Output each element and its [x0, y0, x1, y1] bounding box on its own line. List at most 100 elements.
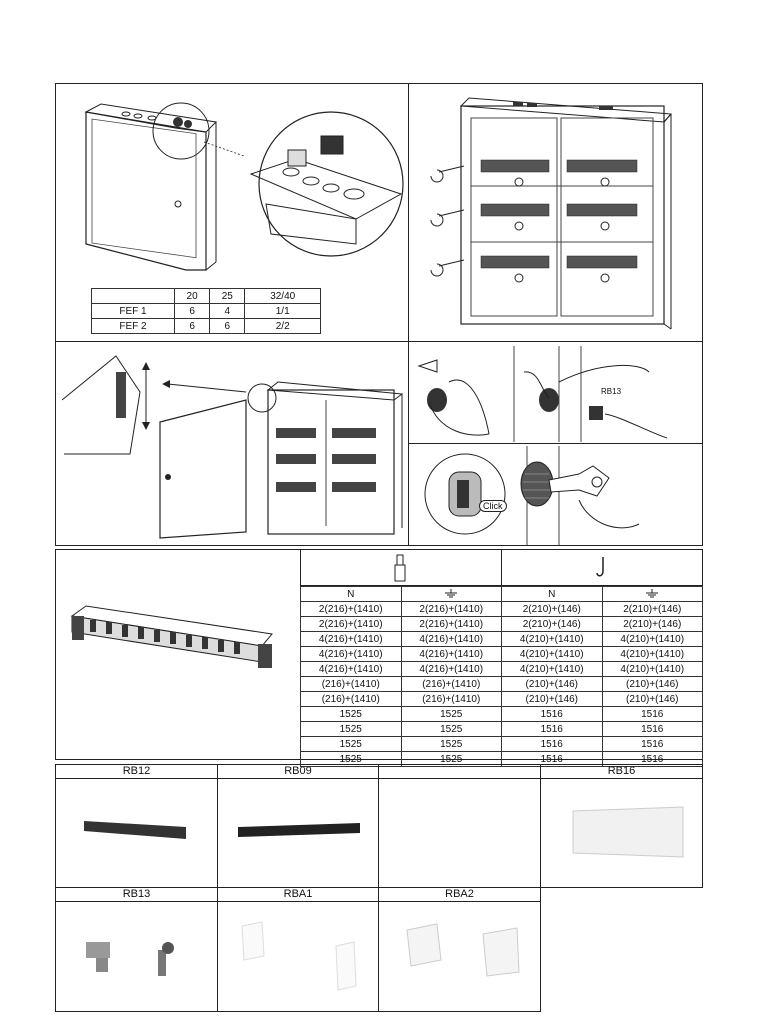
spec-cell: 2(210)+(146) — [501, 616, 603, 632]
spec-cell: 1516 — [601, 751, 703, 767]
installation-figure-grid — [55, 83, 703, 546]
earth-ground-icon — [646, 589, 659, 598]
rb12-busbar-image — [84, 821, 186, 839]
earth-header — [400, 586, 502, 602]
spec-cell: 1525 — [400, 736, 502, 752]
spec-cell: 4(210)+(1410) — [501, 631, 603, 647]
fef-header-cell — [91, 288, 175, 304]
rba2-bracket-image — [406, 923, 520, 977]
spec-cell: 4(216)+(1410) — [300, 631, 402, 647]
spec-cell: 2(216)+(1410) — [300, 616, 402, 632]
product-cell-rb12: RB12 — [55, 764, 218, 888]
grid-divider-right-lower — [408, 443, 703, 444]
spec-cell: 1525 — [300, 751, 402, 767]
spec-cell: 1516 — [601, 721, 703, 737]
spec-cell: 1525 — [300, 736, 402, 752]
spec-cell: 2(210)+(146) — [601, 616, 703, 632]
spec-cell: 4(210)+(1410) — [601, 646, 703, 662]
spec-cell: 4(210)+(1410) — [501, 646, 603, 662]
spec-table-row: (216)+(1410)(216)+(1410)(210)+(146)(210)… — [300, 676, 703, 692]
spec-cell: 1516 — [501, 721, 603, 737]
fef-cell: FEF 2 — [91, 318, 175, 334]
fef-table-row: FEF 1 6 4 1/1 — [91, 303, 321, 319]
spec-cell: 1525 — [300, 706, 402, 722]
fef-cell: 6 — [173, 318, 211, 334]
spec-table-row: 4(216)+(1410)4(216)+(1410)4(210)+(1410)4… — [300, 646, 703, 662]
spec-cell: (216)+(1410) — [300, 676, 402, 692]
spec-cell: 1516 — [601, 736, 703, 752]
spec-cell: 1516 — [501, 736, 603, 752]
spec-cell: 2(216)+(1410) — [400, 616, 502, 632]
busbar-illustration — [70, 605, 273, 668]
lock-insertion-illustration — [417, 346, 668, 442]
spec-cell: 2(210)+(146) — [601, 601, 703, 617]
rb16-cover-plate-image — [572, 806, 684, 858]
spec-cell: 1525 — [400, 751, 502, 767]
fef-table-header: 20 25 32/40 — [91, 288, 321, 304]
fef-table-container: 20 25 32/40 FEF 1 6 4 1/1 FEF 2 6 6 2/2 — [91, 288, 321, 334]
panel-enclosure-glands — [56, 84, 407, 340]
din-rail-illustration — [430, 97, 673, 330]
spec-cell: 1516 — [601, 706, 703, 722]
spec-cell: 4(210)+(1410) — [601, 631, 703, 647]
earth-ground-icon — [445, 589, 458, 598]
spec-cell: 1516 — [501, 751, 603, 767]
panel-open-door — [56, 342, 407, 545]
rb13-lock-key-image — [86, 942, 174, 976]
fef-header-cell: 32/40 — [244, 288, 321, 304]
enclosure-glands-illustration — [84, 102, 404, 271]
panel-lock-insertion: RB13 — [409, 342, 702, 442]
spec-table-body: 2(216)+(1410)2(216)+(1410)2(210)+(146)2(… — [300, 601, 703, 767]
product-cell-rba2: RBA2 — [378, 887, 541, 1012]
fef-cell: 1/1 — [244, 303, 321, 319]
product-label: RBA1 — [218, 888, 378, 902]
spec-cell: 4(216)+(1410) — [400, 631, 502, 647]
spec-header-divider — [501, 549, 502, 586]
rba1-bracket-image — [241, 921, 357, 991]
spec-cell: (210)+(146) — [501, 691, 603, 707]
rb09-busbar-image — [238, 823, 360, 837]
spec-table-row: 4(216)+(1410)4(216)+(1410)4(210)+(1410)4… — [300, 661, 703, 677]
panel-key-click: Click — [409, 444, 702, 545]
grid-divider-vertical — [408, 83, 409, 546]
product-label — [379, 765, 540, 779]
product-label: RB16 — [541, 765, 702, 779]
spec-cell: 2(210)+(146) — [501, 601, 603, 617]
product-cell-rb13: RB13 — [55, 887, 218, 1012]
fef-header-cell: 20 — [173, 288, 211, 304]
spec-cell: (216)+(1410) — [400, 676, 502, 692]
spec-table-row: 2(216)+(1410)2(216)+(1410)2(210)+(146)2(… — [300, 601, 703, 617]
fef-cell: 2/2 — [244, 318, 321, 334]
grid-divider-horizontal — [55, 341, 703, 342]
spec-table: N N 2(216)+(1410)2(216)+(1410)2(210)+(14… — [300, 586, 703, 767]
spec-cell: 2(216)+(1410) — [400, 601, 502, 617]
products-grid: RB12 RB09 RB16 RB13 RBA1 RBA2 — [55, 764, 703, 1012]
fef-cell: 4 — [209, 303, 246, 319]
rb13-callout-label: RB13 — [601, 387, 622, 396]
neutral-header: N — [501, 586, 603, 602]
pin-terminal-icon — [394, 554, 406, 582]
neutral-header: N — [300, 586, 402, 602]
spec-cell: 4(216)+(1410) — [300, 661, 402, 677]
product-label: RB12 — [56, 765, 217, 779]
spec-cell: 4(210)+(1410) — [501, 661, 603, 677]
product-label: RB09 — [218, 765, 378, 779]
spec-table-row: 4(216)+(1410)4(216)+(1410)4(210)+(1410)4… — [300, 631, 703, 647]
fef-cell: FEF 1 — [91, 303, 175, 319]
spec-cell: 1525 — [300, 721, 402, 737]
spec-table-wrap: N N 2(216)+(1410)2(216)+(1410)2(210)+(14… — [300, 586, 703, 767]
panel-din-rail-interior — [409, 84, 702, 340]
spec-cell: (210)+(146) — [501, 676, 603, 692]
busbar-illustration-wrap — [62, 590, 292, 680]
spec-cell: 1525 — [400, 706, 502, 722]
fef-cell: 6 — [209, 318, 246, 334]
spec-header-block — [300, 549, 703, 586]
click-label: Click — [479, 500, 507, 512]
fef-cell: 6 — [173, 303, 211, 319]
spec-cell: 4(216)+(1410) — [400, 646, 502, 662]
spec-table-row: 2(216)+(1410)2(216)+(1410)2(210)+(146)2(… — [300, 616, 703, 632]
